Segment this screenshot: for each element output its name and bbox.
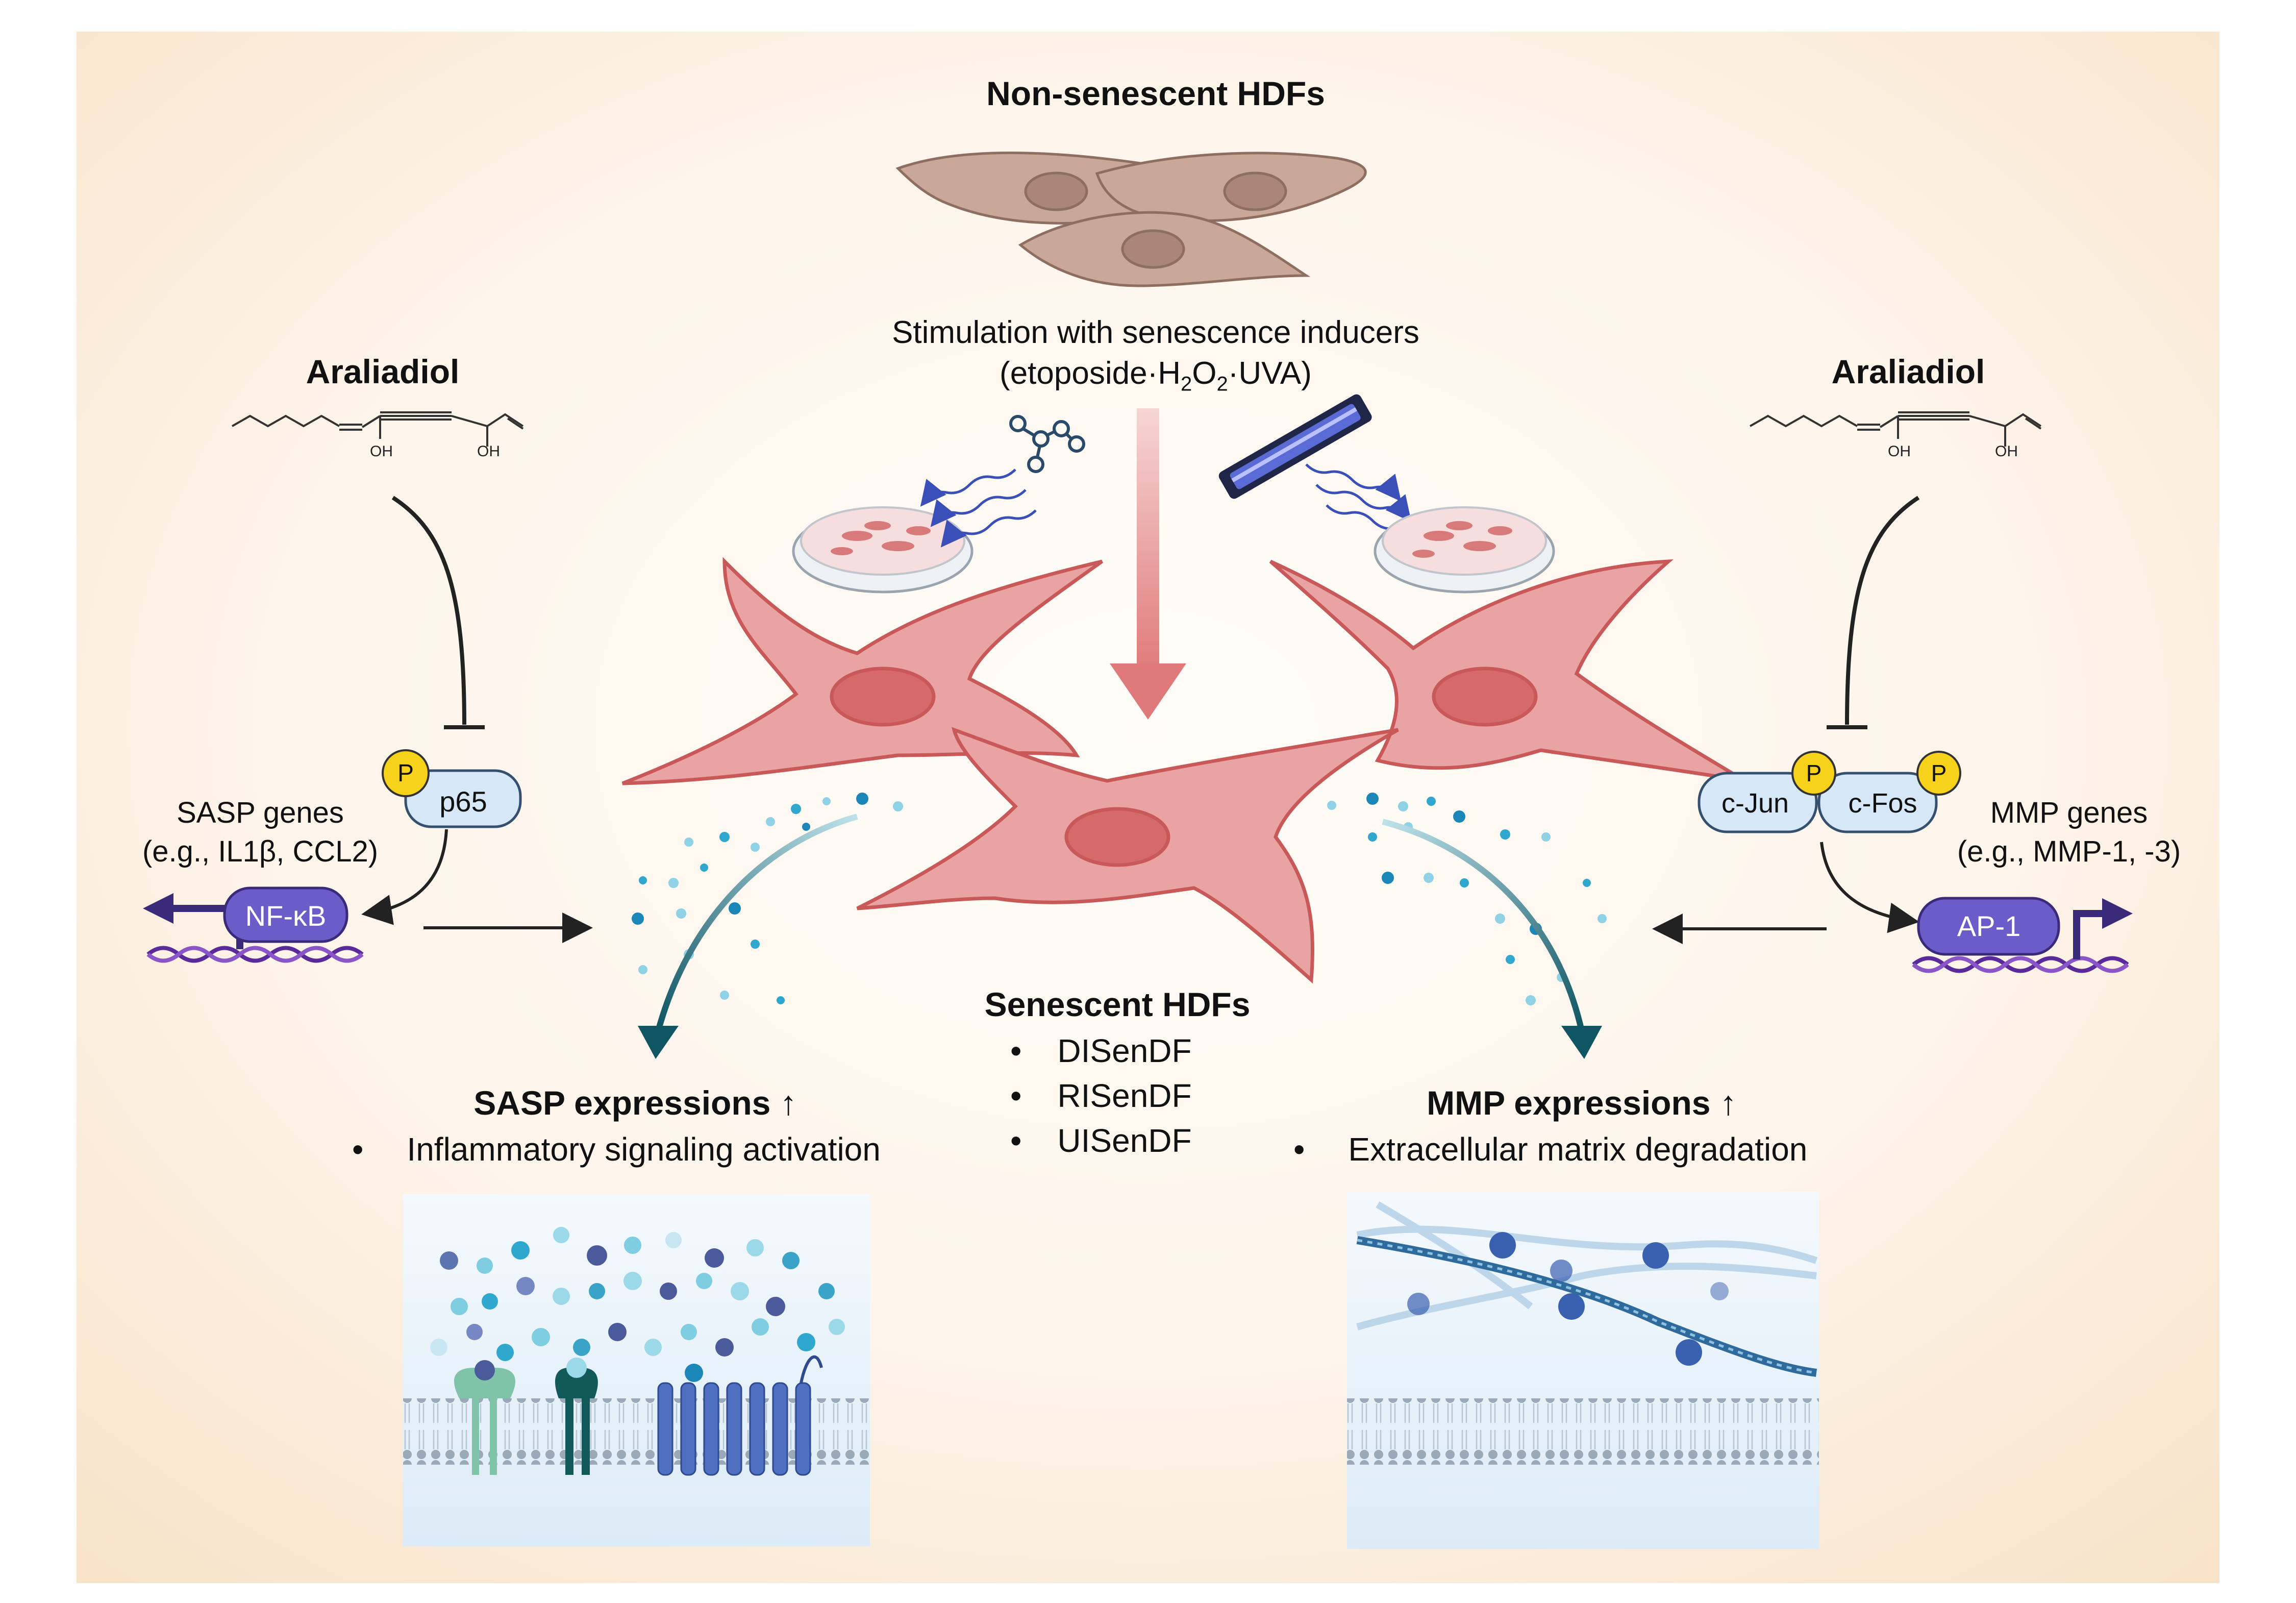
phospho-circles-right — [1791, 751, 1961, 796]
sasp-outcome-bullet: •Inflammatory signaling activation — [352, 1131, 881, 1168]
senescent-type-3: •UISenDF — [1010, 1122, 1192, 1159]
senescent-title: Senescent HDFs — [984, 985, 1251, 1023]
senescent-type-2: •RISenDF — [1010, 1077, 1192, 1114]
petri-dish-left-illustration — [792, 506, 974, 594]
mmp-arrow-head — [1561, 1026, 1602, 1059]
stimulation-line-1: Stimulation with senescence inducers — [892, 315, 1419, 350]
inhibition-arrow-right — [1827, 496, 1920, 729]
sasp-particles-left — [632, 793, 903, 1004]
oh-label-left-1: OH — [370, 443, 393, 460]
sasp-receptor-panel — [403, 1194, 870, 1546]
induction-arrow — [1110, 408, 1186, 720]
ap1-label: AP-1 — [1957, 910, 2021, 942]
mmp-arrow — [1382, 819, 1585, 1032]
mmp-genes-line-2: (e.g., MMP-1, -3) — [1957, 835, 2181, 868]
senescent-type-1: •DISenDF — [1010, 1032, 1192, 1069]
sasp-genes-line-1: SASP genes — [177, 796, 344, 829]
stimulation-label: Stimulation with senescence inducers (et… — [892, 312, 1419, 404]
non-senescent-title: Non-senescent HDFs — [986, 75, 1325, 112]
p65-protein-shape — [404, 769, 522, 828]
p65-to-nfkb-arrow — [361, 829, 448, 925]
cfos-label: c-Fos — [1848, 788, 1917, 819]
oh-label-right-2: OH — [1995, 443, 2018, 460]
sasp-arrow-head — [638, 1026, 679, 1059]
etoposide-molecule-icon — [1009, 415, 1085, 473]
sasp-genes-label: SASP genes (e.g., IL1β, CCL2) — [142, 794, 378, 871]
mmp-genes-label: MMP genes (e.g., MMP-1, -3) — [1957, 794, 2181, 871]
p65-label: p65 — [439, 785, 487, 818]
araliadiol-structure-right — [1750, 411, 2042, 447]
senescent-cells-illustration — [621, 557, 1746, 984]
ecm-degradation-panel — [1347, 1192, 1819, 1549]
petri-dish-right-illustration — [1374, 506, 1555, 594]
cjun-cfos-shapes — [1698, 772, 1938, 833]
cfos-to-ap1-arrow — [1820, 842, 1919, 933]
nfkb-label: NF-κB — [245, 900, 327, 932]
mmp-outcome-title: MMP expressions ↑ — [1427, 1084, 1737, 1122]
nfkb-dna-illustration — [143, 886, 364, 963]
ap1-dna-illustration — [1912, 897, 2133, 973]
non-senescent-cells-illustration — [895, 152, 1367, 287]
sasp-arrow — [655, 813, 858, 1032]
sasp-genes-line-2: (e.g., IL1β, CCL2) — [142, 835, 379, 868]
inhibition-arrow-left — [391, 496, 485, 729]
phospho-label-right-1: P — [1806, 760, 1822, 786]
uv-lamp-icon — [1218, 394, 1372, 499]
stimulation-line-2: (etoposide·H2O2·UVA) — [1000, 356, 1312, 396]
phospho-circle-left — [382, 749, 430, 797]
wavy-arrows-left — [920, 468, 1037, 548]
oh-label-left-2: OH — [477, 443, 500, 460]
araliadiol-label-left: Araliadiol — [306, 353, 460, 390]
phospho-label-left: P — [397, 760, 414, 787]
sasp-outcome-title: SASP expressions ↑ — [473, 1084, 797, 1122]
phospho-label-right-2: P — [1931, 760, 1947, 786]
cjun-label: c-Jun — [1721, 788, 1789, 819]
mmp-outcome-bullet: •Extracellular matrix degradation — [1293, 1131, 1808, 1168]
mmp-genes-line-1: MMP genes — [1990, 796, 2148, 829]
araliadiol-label-right: Araliadiol — [1831, 353, 1985, 390]
araliadiol-structure-left — [232, 411, 524, 447]
oh-label-right-1: OH — [1888, 443, 1911, 460]
